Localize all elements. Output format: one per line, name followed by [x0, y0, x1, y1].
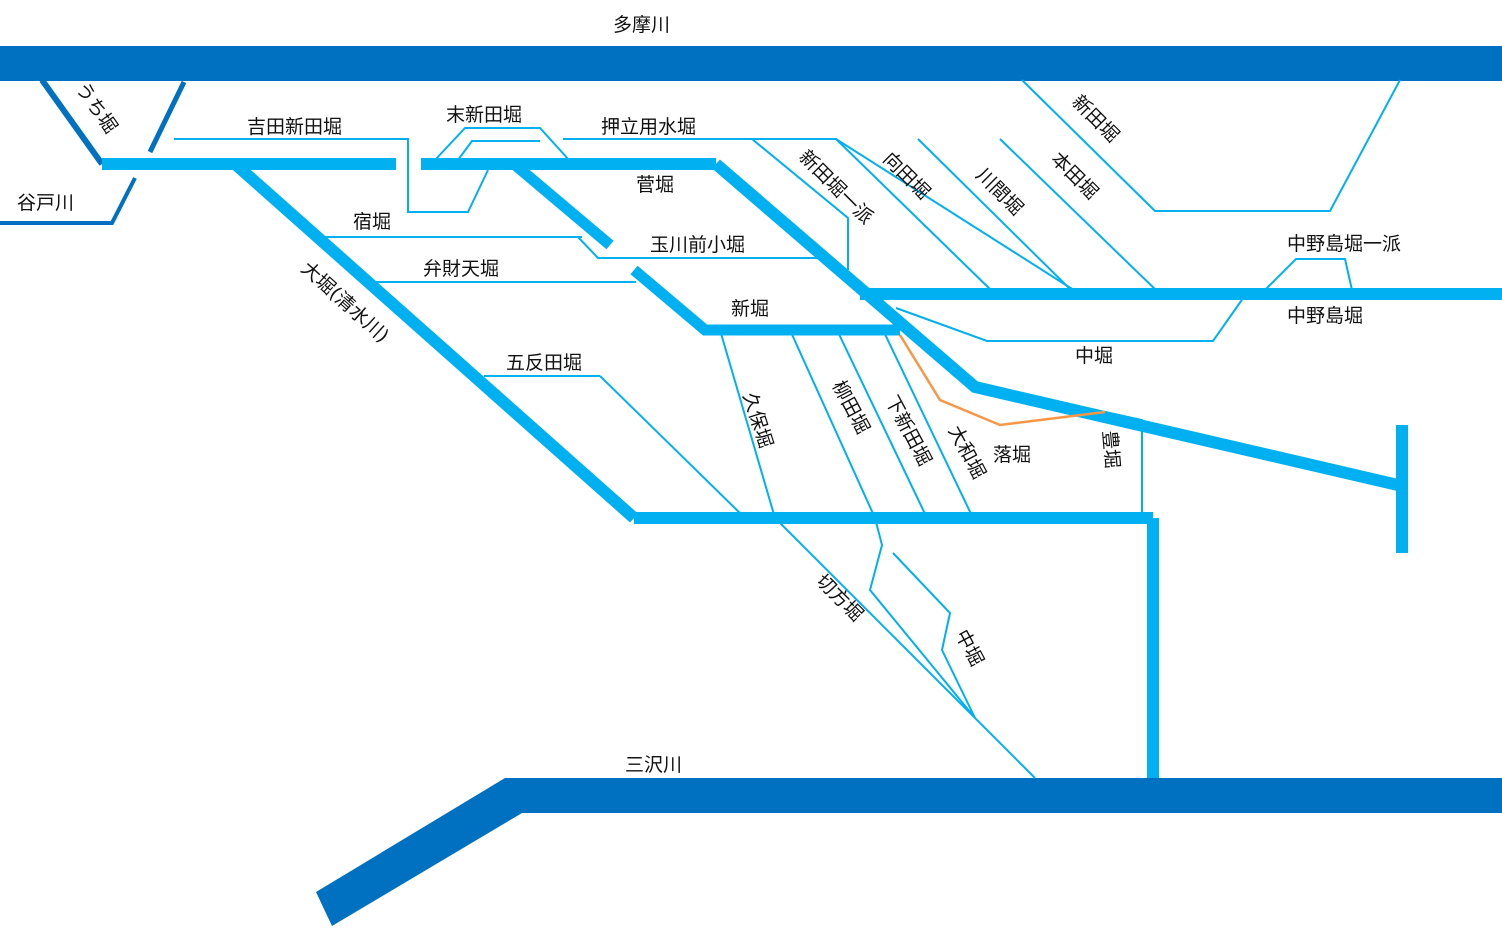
label-naka-bori-1: 中堀 — [1075, 345, 1113, 367]
tama-river — [0, 46, 1502, 81]
label-nakanoshima-bori: 中野島堀 — [1287, 305, 1363, 327]
kawama-line — [917, 138, 1076, 295]
label-kawama-bori: 川間堀 — [971, 164, 1027, 220]
label-tama-river: 多摩川 — [613, 14, 670, 36]
shinden-ippa-line — [751, 138, 849, 270]
misawa-river — [316, 778, 1502, 926]
suga-bori-canal — [712, 159, 1400, 491]
gotanda-diag-line — [599, 375, 746, 519]
rivers — [0, 46, 1502, 926]
uchi-bori-river — [39, 78, 105, 166]
yoshida-shinden-line — [174, 138, 489, 213]
sue-shinden-inner-line — [457, 140, 540, 161]
naka-bori-lower-branch — [892, 552, 976, 719]
label-shimo-shinden-bori: 下新田堀 — [881, 392, 936, 469]
label-oshitate-yousui-bori: 押立用水堀 — [601, 116, 696, 138]
tamagawa-mae-canal — [510, 159, 614, 250]
label-oo-bori: 大堀(清水川) — [297, 257, 393, 347]
label-kirikata-bori: 切方堀 — [811, 570, 867, 626]
label-sue-shinden-bori: 末新田堀 — [446, 104, 522, 126]
label-yamato-bori: 大和堀 — [944, 422, 990, 483]
minor-canals — [174, 79, 1401, 779]
label-misawa-river: 三沢川 — [625, 754, 682, 776]
mukouda-line — [835, 138, 996, 295]
label-yutaka-bori: 豊堀 — [1098, 430, 1123, 470]
label-suga-bori: 菅堀 — [636, 174, 674, 196]
map-labels: 多摩川 うち堀 谷戸川 吉田新田堀 末新田堀 押立用水堀 菅堀 宿堀 玉川前小堀… — [17, 14, 1401, 776]
tamagawa-mae-line — [577, 236, 818, 259]
shinden-line — [1021, 79, 1401, 212]
label-ochi-bori: 落堀 — [993, 444, 1031, 466]
label-mukouda-bori: 向田堀 — [878, 148, 934, 204]
yanagida-line — [789, 329, 876, 519]
label-kubo-bori: 久保堀 — [738, 390, 777, 451]
oo-bori-canal — [230, 158, 638, 523]
shimo-shinden-line — [836, 329, 928, 519]
naka-bori-line — [895, 293, 1247, 342]
kubo-line — [719, 329, 1036, 779]
label-shin-bori: 新堀 — [731, 298, 769, 320]
sue-shinden-line — [434, 127, 570, 161]
label-yato-river: 谷戸川 — [17, 192, 74, 214]
ochi-bori-stream — [898, 334, 1106, 427]
yato-river — [0, 177, 137, 225]
label-nakanoshima-bori-ippa: 中野島堀一派 — [1287, 233, 1401, 255]
shin-bori-canal — [630, 265, 900, 336]
label-tamagawa-mae-ko-bori: 玉川前小堀 — [650, 234, 745, 256]
label-honda-bori: 本田堀 — [1046, 148, 1102, 204]
nakanoshima-ippa-line — [1264, 258, 1353, 291]
label-shinden-bori: 新田堀 — [1067, 91, 1123, 147]
label-benzaiten-bori: 弁財天堀 — [423, 258, 499, 280]
yutaka-line — [1104, 411, 1143, 518]
label-yoshida-shinden-bori: 吉田新田堀 — [247, 116, 342, 138]
label-gotanda-bori: 五反田堀 — [506, 352, 582, 374]
honda-line — [999, 138, 1161, 295]
label-shuku-bori: 宿堀 — [353, 211, 391, 233]
major-canals — [102, 158, 1502, 778]
naka-bori-lower-line — [868, 517, 976, 719]
yamato-line — [882, 329, 974, 519]
uchi-bori-river-right — [147, 80, 187, 154]
label-naka-bori-2: 中堀 — [951, 626, 988, 670]
